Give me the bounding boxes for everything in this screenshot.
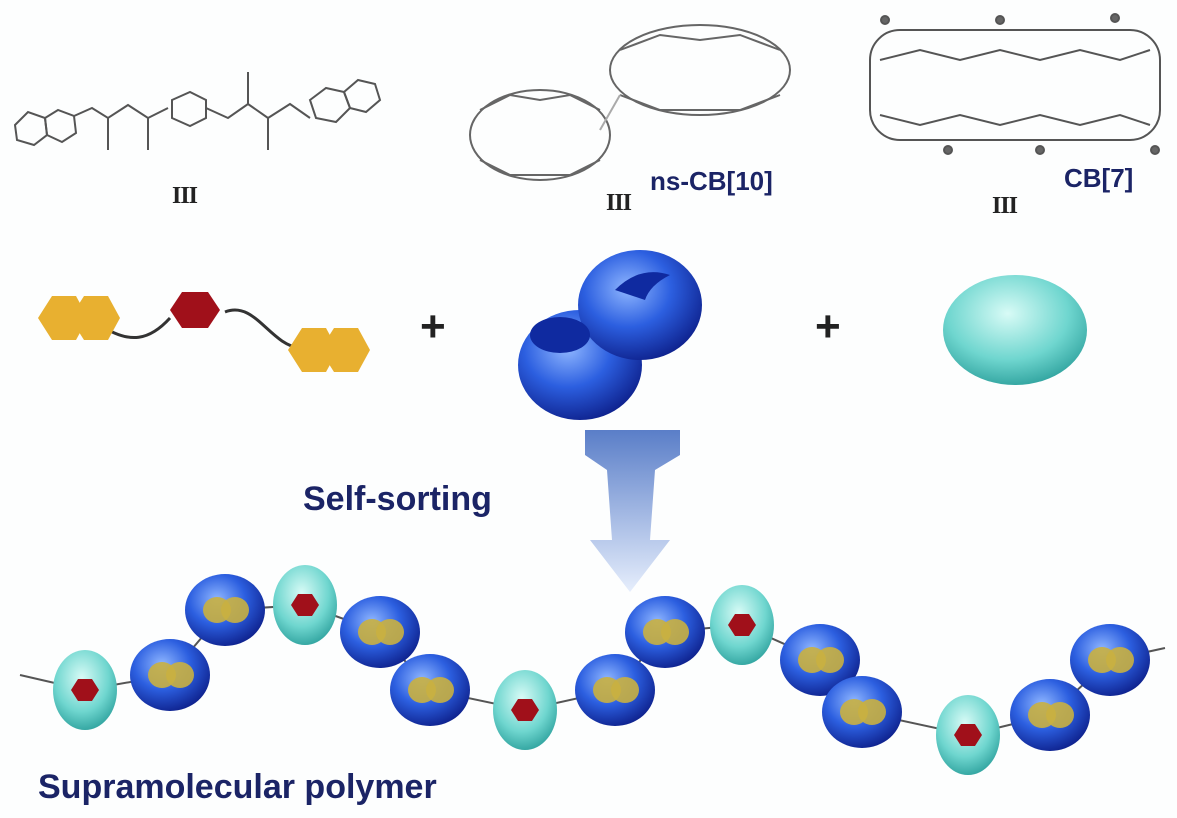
ns-cb10-name: ns-CB[10] [650, 166, 773, 196]
guest-center-unit [954, 724, 982, 746]
guest-end-unit [376, 619, 404, 645]
guest-end-unit [816, 647, 844, 673]
guest-structure [13, 72, 382, 150]
supramolecular-polymer [19, 565, 1166, 775]
guest-cartoon [38, 292, 370, 372]
guest-end-unit [858, 699, 886, 725]
cb7-cartoon [943, 275, 1087, 385]
cb7-name: CB[7] [1064, 163, 1134, 193]
guest-end-unit [221, 597, 249, 623]
guest-end-unit [611, 677, 639, 703]
guest-label: III [172, 183, 198, 209]
cb7-structure [869, 13, 1161, 155]
guest-end-unit [1046, 702, 1074, 728]
guest-end-unit [166, 662, 194, 688]
guest-center-unit [511, 699, 539, 721]
guest-end-unit [661, 619, 689, 645]
supramolecular-polymer-label: Supramolecular polymer [38, 768, 437, 806]
self-sorting-label: Self-sorting [303, 480, 492, 518]
guest-center-unit [728, 614, 756, 636]
ns-cb10-label: III [606, 190, 632, 216]
guest-end-unit [1106, 647, 1134, 673]
guest-end-unit [426, 677, 454, 703]
ns-cb10-cartoon [518, 250, 702, 420]
plus-sign: + [420, 302, 446, 351]
ns-cb10-structure [469, 24, 791, 181]
plus-sign: + [815, 302, 841, 351]
guest-center-unit [71, 679, 99, 701]
guest-center-unit [291, 594, 319, 616]
self-sorting-arrow [585, 430, 680, 592]
cb7-label: III [992, 193, 1018, 219]
